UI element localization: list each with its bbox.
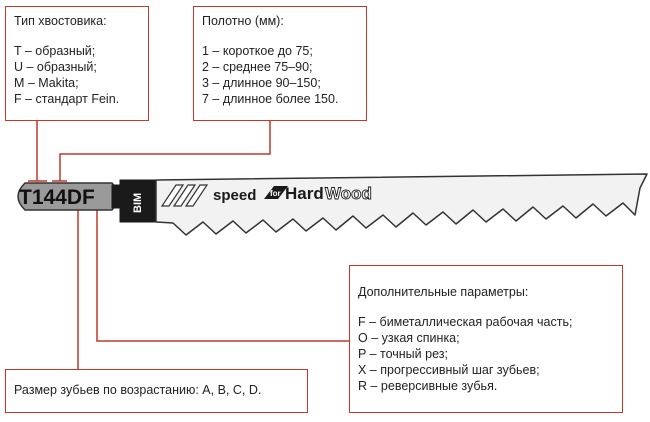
blade-body xyxy=(155,173,648,236)
brand-hard: Hard xyxy=(285,184,324,203)
shank-type-item: F – стандарт Fein. xyxy=(14,92,120,106)
extra-params-box: Дополнительные параметры: F – биметаллич… xyxy=(349,265,623,413)
blade-stripes xyxy=(160,184,209,207)
extra-params-item: F – биметаллическая рабочая часть; xyxy=(358,315,573,329)
brand-wood: Wood xyxy=(325,184,372,203)
blade-length-item: 3 – длинное 90–150; xyxy=(202,76,321,90)
leader-blade xyxy=(52,121,271,182)
leader-lines xyxy=(28,121,349,369)
teeth-size-text: Размер зубьев по возрастанию: A, B, C, D… xyxy=(14,383,262,397)
blade-length-item: 2 – среднее 75–90; xyxy=(202,60,313,74)
leader-teeth xyxy=(70,208,86,369)
leader-shank xyxy=(28,121,47,182)
extra-params-item: X – прогрессивный шаг зубьев; xyxy=(358,363,540,377)
blade-length-box: Полотно (мм): 1 – короткое до 75; 2 – ср… xyxy=(193,6,367,121)
shank-type-item: U – образный; xyxy=(14,60,97,74)
blade-length-item: 1 – короткое до 75; xyxy=(202,44,313,58)
blade-code: T144DF xyxy=(19,186,95,209)
extra-params-title: Дополнительные параметры: xyxy=(358,285,529,299)
extra-params-item: P – точный рез; xyxy=(358,347,448,361)
extra-params-item: R – реверсивные зубья. xyxy=(358,379,498,393)
shank-type-title: Тип хвостовика: xyxy=(14,14,107,28)
extra-params-item: O – узкая спинка; xyxy=(358,331,460,345)
material-label: BIM xyxy=(132,193,144,213)
shank-type-item: T – образный; xyxy=(14,44,96,58)
blade-length-item: 7 – длинное более 150. xyxy=(202,92,339,106)
blade-length-title: Полотно (мм): xyxy=(202,14,284,28)
teeth-size-box: Размер зубьев по возрастанию: A, B, C, D… xyxy=(5,369,308,413)
shank-type-box: Тип хвостовика: T – образный; U – образн… xyxy=(5,6,149,121)
shank-type-item: M – Makita; xyxy=(14,76,79,90)
brand-for-badge xyxy=(264,186,288,199)
brand-for: for xyxy=(270,189,281,198)
brand-speed: speed xyxy=(213,187,256,204)
